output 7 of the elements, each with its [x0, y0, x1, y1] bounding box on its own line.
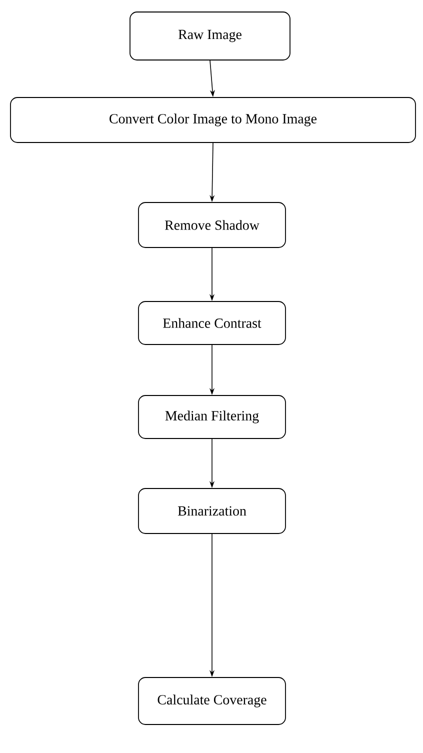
process-box: Convert Color Image to Mono Image — [10, 97, 416, 143]
process-box: Calculate Coverage — [138, 677, 286, 725]
process-box: Enhance Contrast — [138, 301, 286, 345]
process-box: Binarization — [138, 488, 286, 534]
process-box: Median Filtering — [138, 395, 286, 439]
process-box: Raw Image — [130, 12, 290, 60]
process-box: Remove Shadow — [138, 202, 286, 248]
